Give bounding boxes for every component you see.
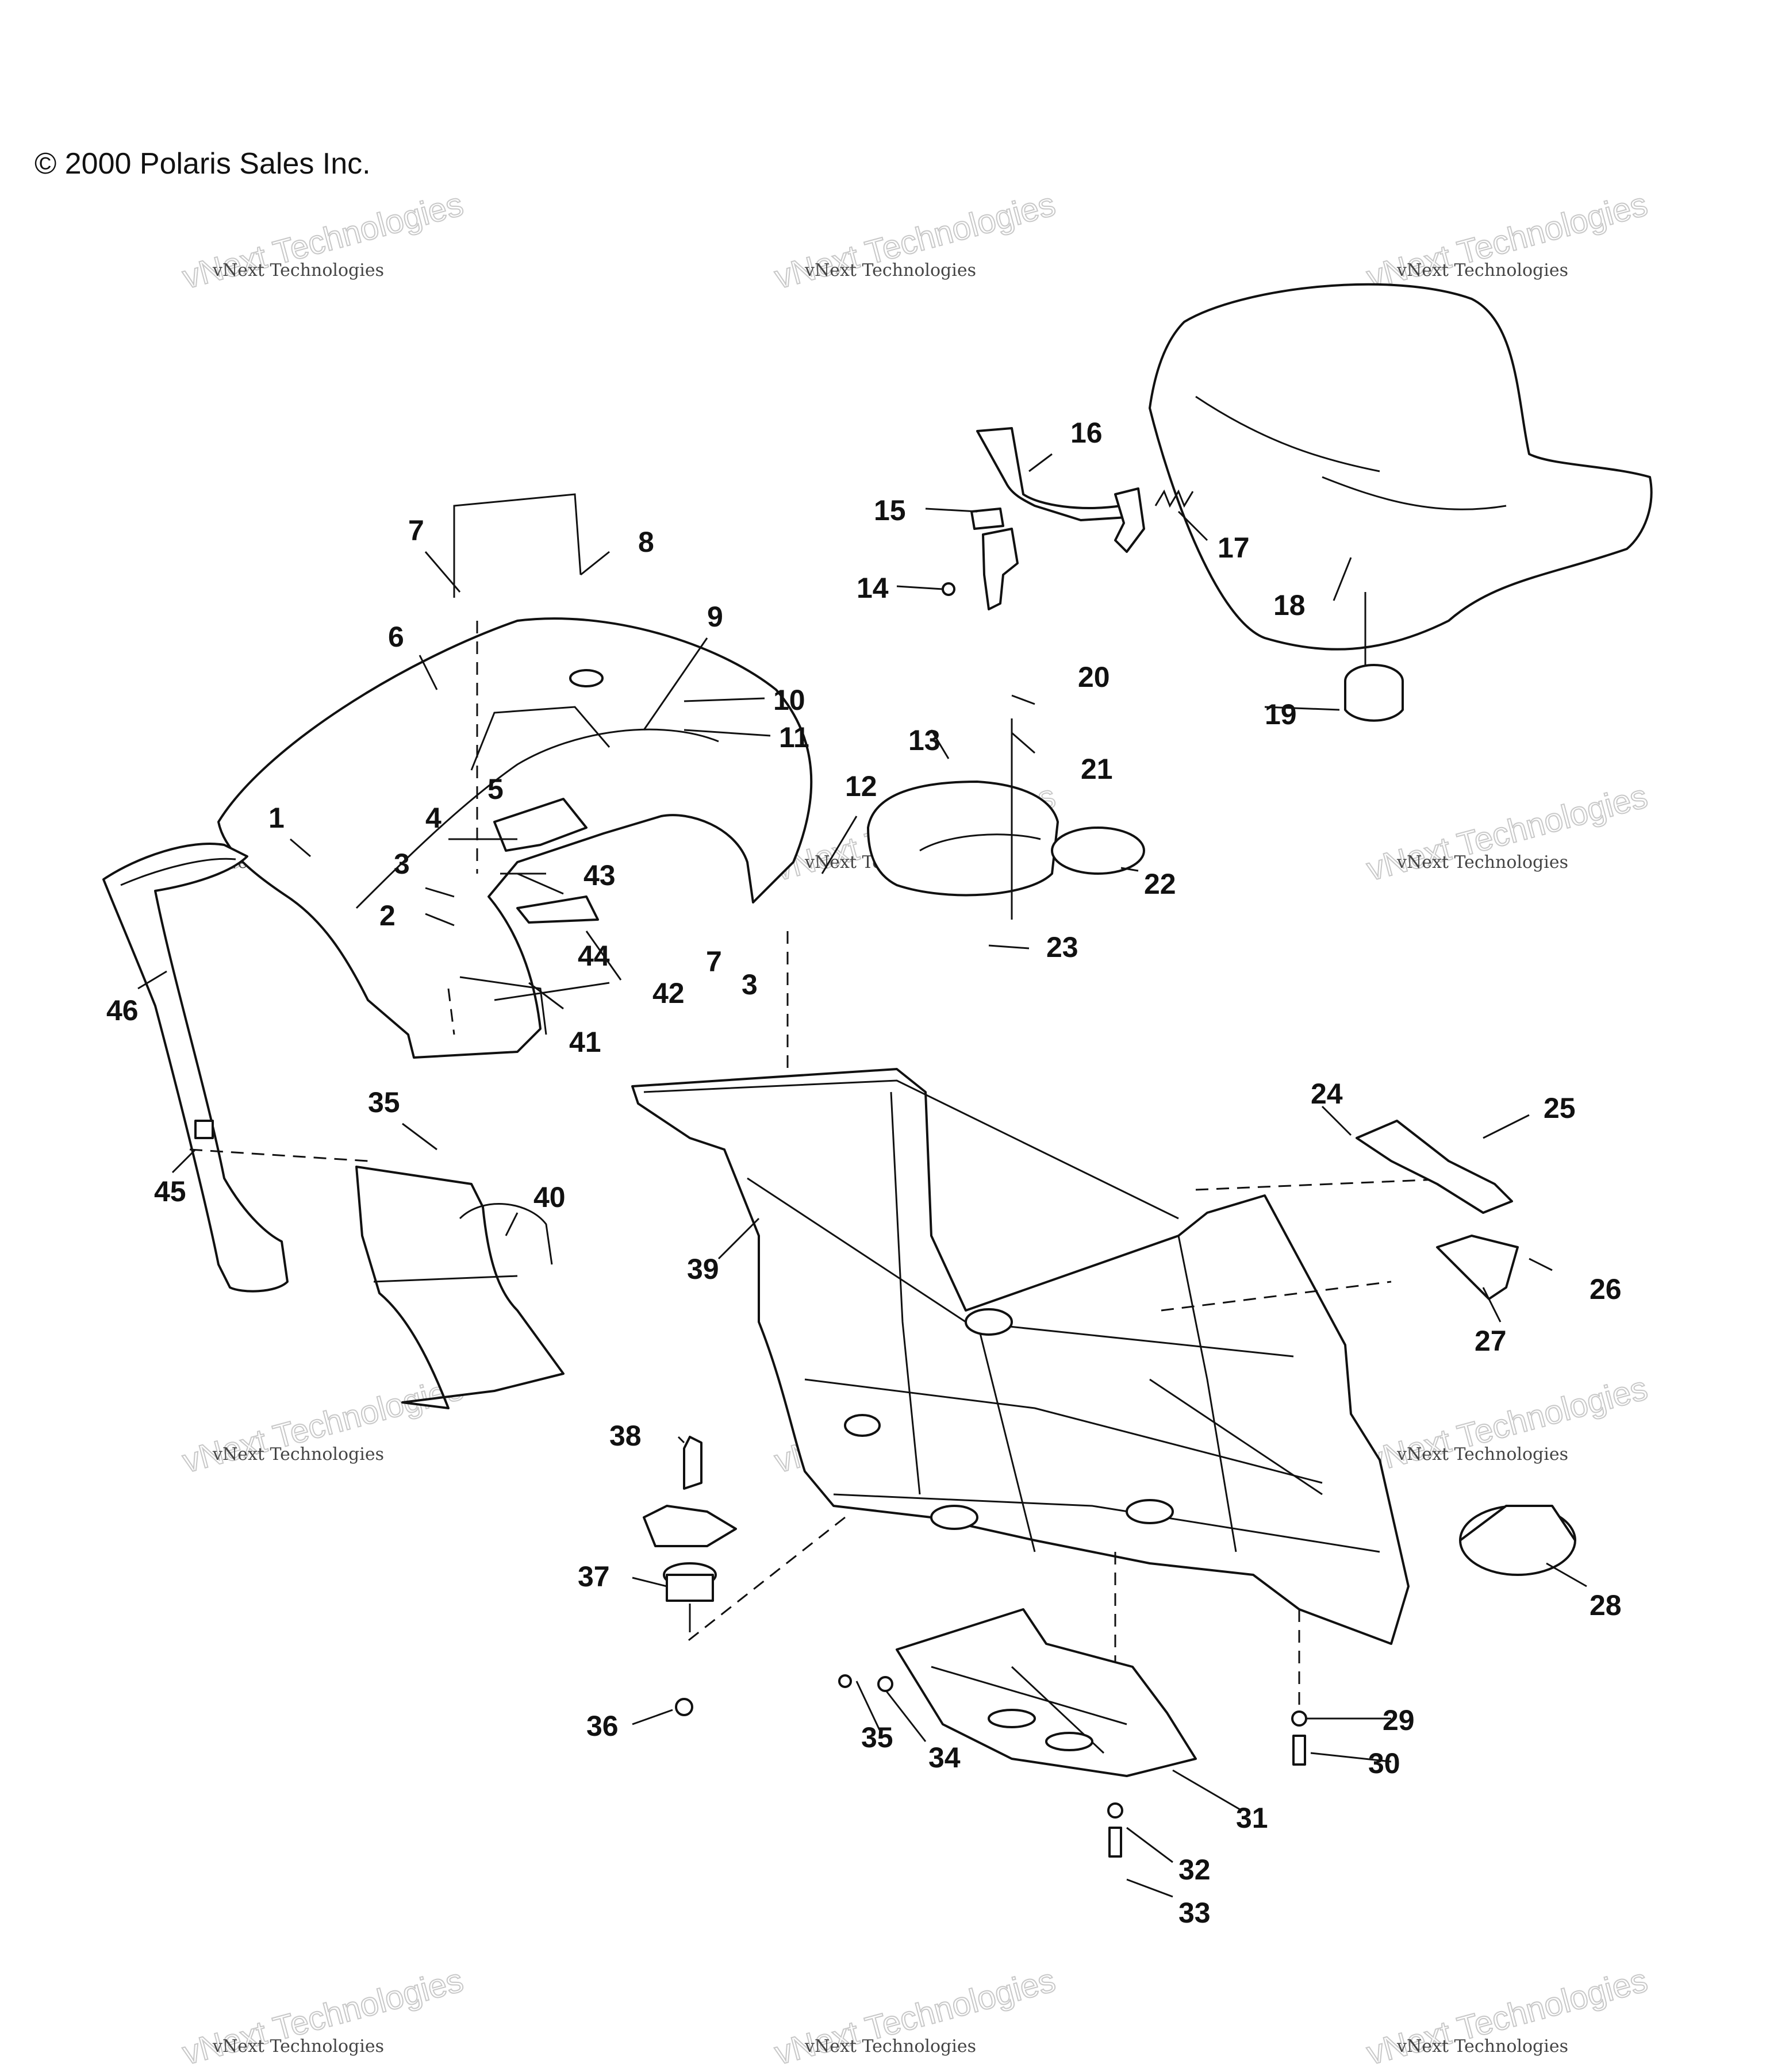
frame-part <box>631 931 1466 1759</box>
callout-35b: 35 <box>368 1086 400 1118</box>
callout-6: 6 <box>388 621 404 653</box>
callout-34: 34 <box>928 1742 961 1774</box>
callout-26: 26 <box>1590 1273 1622 1305</box>
callout-21: 21 <box>1081 753 1113 785</box>
engine-mount-part <box>643 1436 737 1716</box>
watermark-text-11: vNext Technologies <box>1396 2036 1568 2056</box>
seat-part <box>1149 283 1653 651</box>
callout-labels: 1 2 3 4 5 6 7 8 9 10 11 12 13 14 15 16 1… <box>106 417 1622 1929</box>
callout-38: 38 <box>609 1420 642 1452</box>
callout-32: 32 <box>1178 1854 1211 1886</box>
watermark-text-0: vNext Technologies <box>212 260 384 280</box>
skid-plate-part <box>896 1608 1197 1777</box>
callout-39: 39 <box>687 1253 719 1285</box>
callout-8: 8 <box>638 526 654 558</box>
callout-29: 29 <box>1383 1704 1415 1736</box>
front-rack-part <box>102 843 289 1293</box>
leader-lines <box>137 453 1587 1898</box>
callout-36: 36 <box>586 1710 619 1742</box>
callout-42: 42 <box>652 977 685 1009</box>
callout-7b: 7 <box>706 945 722 978</box>
callout-31: 31 <box>1236 1802 1268 1834</box>
callout-23: 23 <box>1046 931 1078 963</box>
callout-37: 37 <box>578 1560 610 1593</box>
callout-18: 18 <box>1273 589 1306 621</box>
callout-35: 35 <box>861 1721 893 1754</box>
callout-45: 45 <box>154 1175 186 1208</box>
callout-41: 41 <box>569 1026 601 1058</box>
callout-44: 44 <box>578 940 610 972</box>
watermark-text-2: vNext Technologies <box>1396 260 1568 280</box>
callout-17: 17 <box>1218 532 1250 564</box>
rack-bar-part <box>453 493 582 874</box>
callout-1: 1 <box>268 802 285 834</box>
watermark-text-9: vNext Technologies <box>212 2036 384 2056</box>
callout-19: 19 <box>1265 698 1297 731</box>
callout-30: 30 <box>1368 1747 1400 1779</box>
watermark-text-8: vNext Technologies <box>1396 1444 1568 1464</box>
callout-25: 25 <box>1544 1092 1576 1124</box>
callout-28: 28 <box>1590 1589 1622 1621</box>
callout-40: 40 <box>533 1181 566 1213</box>
seat-bumper-part <box>1344 592 1404 722</box>
callout-3: 3 <box>394 848 410 880</box>
callout-2: 2 <box>379 899 396 932</box>
callout-46: 46 <box>106 994 139 1027</box>
callout-20: 20 <box>1078 661 1110 693</box>
callout-14: 14 <box>857 572 889 604</box>
callout-3b: 3 <box>742 968 758 1001</box>
floorboard-part <box>189 1148 565 1409</box>
callout-9: 9 <box>707 601 723 633</box>
callout-33: 33 <box>1178 1897 1211 1929</box>
callout-12: 12 <box>845 770 877 802</box>
callout-16: 16 <box>1070 417 1103 449</box>
callout-22: 22 <box>1144 868 1176 900</box>
battery-bracket-part <box>1356 1120 1519 1300</box>
seat-latch-part <box>942 427 1194 610</box>
callout-10: 10 <box>773 684 805 716</box>
callout-43: 43 <box>583 859 616 891</box>
watermark-text-10: vNext Technologies <box>804 2036 976 2056</box>
watermark-text-6: vNext Technologies <box>212 1444 384 1464</box>
fender-bracket-part <box>493 798 599 924</box>
callout-11: 11 <box>779 721 809 754</box>
callout-15: 15 <box>874 494 906 526</box>
mount-bushing-part <box>1459 1505 1576 1576</box>
watermark-text-5: vNext Technologies <box>1396 852 1568 872</box>
taillight-part <box>867 718 1145 920</box>
callout-4: 4 <box>425 802 442 834</box>
callout-13: 13 <box>908 724 940 756</box>
callout-7: 7 <box>408 514 424 547</box>
copyright-notice: © 2000 Polaris Sales Inc. <box>34 147 371 180</box>
callout-5: 5 <box>487 773 504 805</box>
watermark-text-1: vNext Technologies <box>804 260 976 280</box>
callout-27: 27 <box>1475 1325 1507 1357</box>
callout-24: 24 <box>1311 1078 1343 1110</box>
